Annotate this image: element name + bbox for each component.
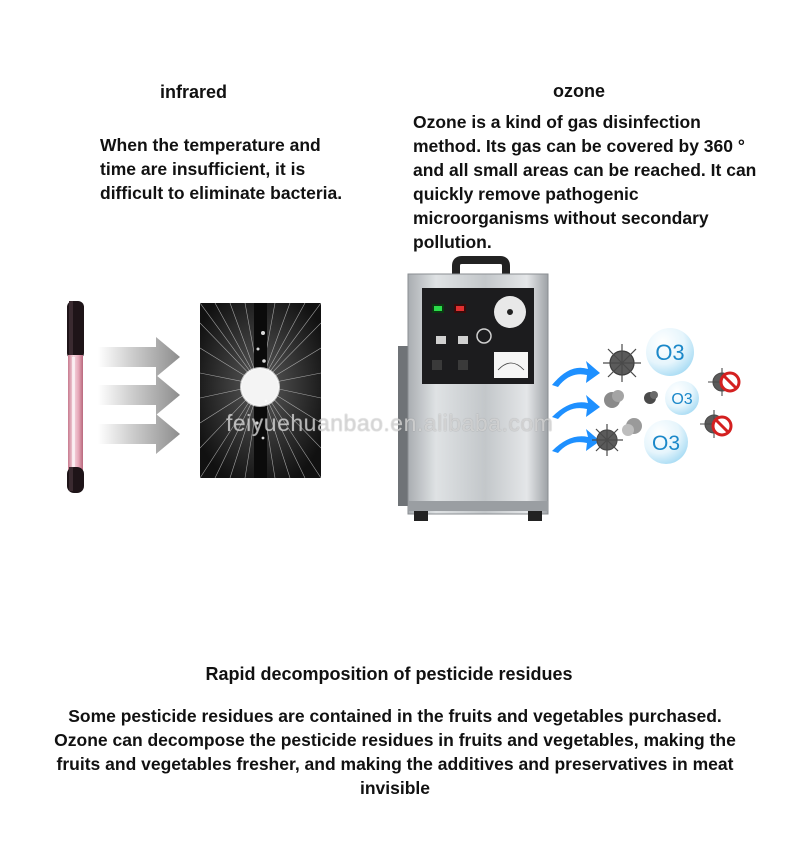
microbes-and-ozone: O3 O3 O3 <box>592 328 741 464</box>
pesticide-title: Rapid decomposition of pesticide residue… <box>205 664 573 684</box>
gray-arrows <box>98 337 180 454</box>
gray-arrow-icon <box>98 414 180 454</box>
svg-text:O3: O3 <box>655 340 684 365</box>
blue-arrows <box>552 361 600 453</box>
infrared-description: When the temperature and time are insuff… <box>100 135 343 203</box>
infrared-light-panel <box>200 303 321 478</box>
pesticide-description: Some pesticide residues are contained in… <box>54 706 736 798</box>
bacteria-icon <box>644 391 658 404</box>
bacteria-icon <box>604 390 624 408</box>
ozone-bubble-icon: O3 <box>665 381 699 415</box>
ozone-title: ozone <box>553 81 605 101</box>
watermark: feiyuehuanbao.en.alibaba.com <box>226 410 554 436</box>
ozone-generator-icon <box>398 256 549 521</box>
uv-lamp-tube-icon <box>67 301 84 493</box>
bacteria-icon <box>592 424 623 456</box>
ozone-description: Ozone is a kind of gas disinfection meth… <box>413 112 757 252</box>
blue-arrow-icon <box>552 395 600 419</box>
gray-arrow-icon <box>98 337 180 377</box>
bacteria-icon <box>603 344 641 382</box>
gray-arrow-icon <box>98 375 180 415</box>
ozone-bubble-icon: O3 <box>644 420 688 464</box>
infrared-title: infrared <box>160 82 228 102</box>
blue-arrow-icon <box>552 361 600 387</box>
bacteria-icon <box>622 418 642 436</box>
ozone-bubble-icon: O3 <box>646 328 694 376</box>
svg-text:O3: O3 <box>671 391 692 408</box>
prohibited-icon <box>719 371 741 393</box>
prohibited-icon <box>711 415 733 437</box>
svg-text:O3: O3 <box>652 432 680 455</box>
blue-arrow-icon <box>552 429 600 453</box>
